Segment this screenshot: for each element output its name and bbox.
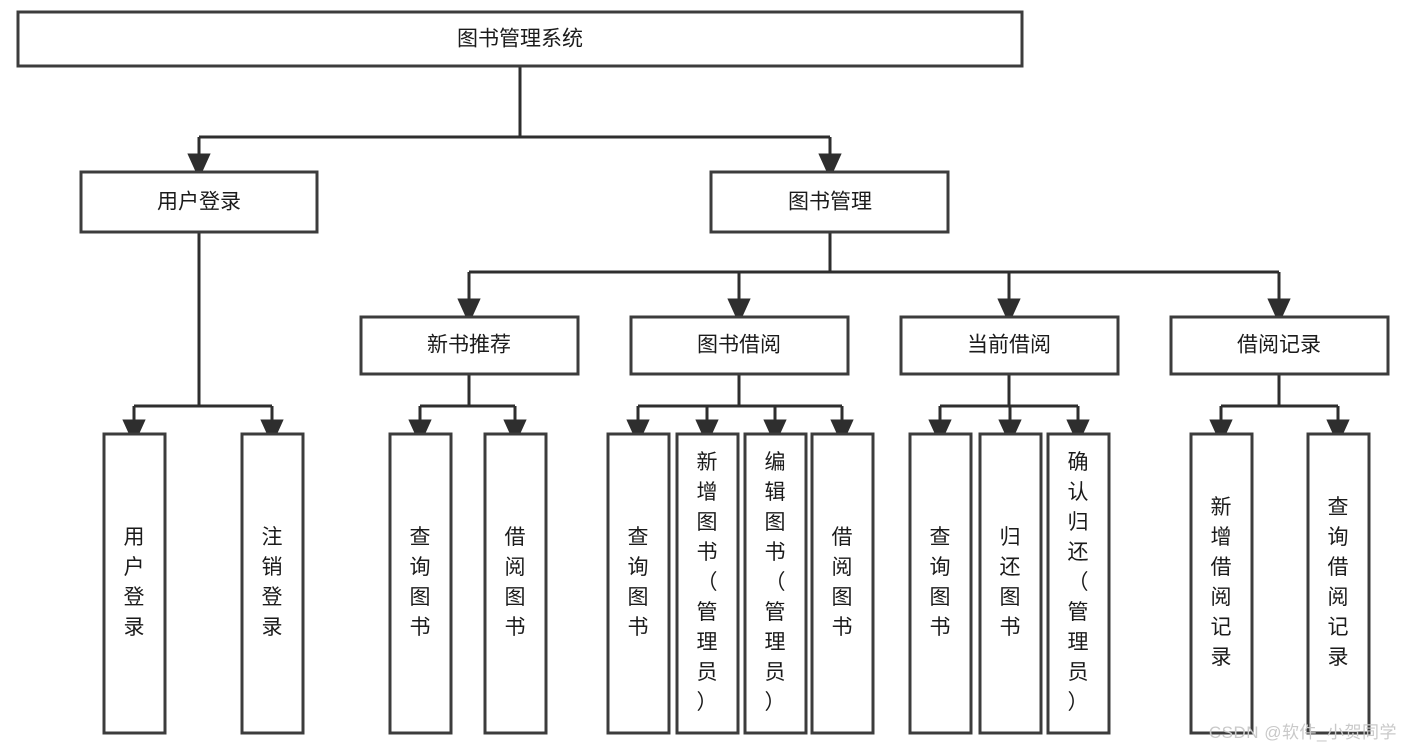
node-root[interactable]: 图书管理系统 (16, 10, 1024, 68)
leaf-user-login-0-label: 用户登录 (124, 526, 145, 639)
leaf-new-book-1-label: 借阅图书 (505, 526, 526, 639)
leaf-book-borrow-2-label: 编辑图书（管理员） (765, 451, 786, 714)
leaf-new-book-0-label: 查询图书 (410, 526, 431, 639)
node-borrow-record[interactable]: 借阅记录 (1169, 315, 1390, 376)
node-user-login[interactable]: 用户登录 (79, 170, 319, 234)
leaf-borrow-record-1-box[interactable] (1306, 432, 1371, 735)
leaf-current-borrow-1-box[interactable] (978, 432, 1043, 735)
node-root-box[interactable] (16, 10, 1024, 68)
node-current-borrow-box[interactable] (899, 315, 1120, 376)
node-borrow-record-box[interactable] (1169, 315, 1390, 376)
node-current-borrow-label: 当前借阅 (967, 334, 1051, 357)
leaf-current-borrow-1-label: 归还图书 (1000, 526, 1021, 639)
connector-group-root (187, 66, 842, 180)
node-new-book-recommend[interactable]: 新书推荐 (359, 315, 580, 376)
node-borrow-record-label: 借阅记录 (1237, 334, 1321, 357)
leaf-book-borrow-3-box[interactable] (810, 432, 875, 735)
connector-group-user-login (122, 232, 284, 446)
node-book-borrow[interactable]: 图书借阅 (629, 315, 850, 376)
leaf-user-login-0-box[interactable] (102, 432, 167, 735)
leaf-book-borrow-1-box[interactable] (675, 432, 740, 735)
leaf-node[interactable]: 用户登录 (102, 432, 167, 735)
node-book-borrow-box[interactable] (629, 315, 850, 376)
leaf-node[interactable]: 归还图书 (978, 432, 1043, 735)
leaf-book-borrow-1-label: 新增图书（管理员） (697, 451, 718, 714)
node-book-manage-label: 图书管理 (788, 191, 872, 214)
leaf-node[interactable]: 借阅图书 (810, 432, 875, 735)
node-current-borrow[interactable]: 当前借阅 (899, 315, 1120, 376)
leaf-book-borrow-0-label: 查询图书 (628, 526, 649, 639)
node-book-manage[interactable]: 图书管理 (709, 170, 950, 234)
connector-group-book-manage (457, 232, 1291, 325)
leaf-current-borrow-2-box[interactable] (1046, 432, 1111, 735)
node-root-label: 图书管理系统 (457, 28, 583, 51)
leaf-node[interactable]: 借阅图书 (483, 432, 548, 735)
node-new-book-recommend-label: 新书推荐 (427, 334, 511, 357)
leaf-book-borrow-0-box[interactable] (606, 432, 671, 735)
leaf-node[interactable]: 查询图书 (606, 432, 671, 735)
leaf-current-borrow-0-label: 查询图书 (930, 526, 951, 639)
node-new-book-recommend-box[interactable] (359, 315, 580, 376)
leaf-book-borrow-3-label: 借阅图书 (832, 526, 853, 639)
leaf-user-login-1-label: 注销登录 (262, 526, 283, 639)
leaf-node[interactable]: 确认归还（管理员） (1046, 432, 1111, 735)
connector-group-current-borrow (928, 374, 1090, 446)
leaf-current-borrow-0-box[interactable] (908, 432, 973, 735)
node-book-borrow-label: 图书借阅 (697, 334, 781, 357)
leaf-node[interactable]: 注销登录 (240, 432, 305, 735)
leaf-node[interactable]: 查询图书 (908, 432, 973, 735)
leaf-borrow-record-0-label: 新增借阅记录 (1211, 496, 1232, 669)
leaf-book-borrow-2-box[interactable] (743, 432, 808, 735)
node-user-login-label: 用户登录 (157, 191, 241, 214)
leaf-borrow-record-0-box[interactable] (1189, 432, 1254, 735)
leaf-new-book-0-box[interactable] (388, 432, 453, 735)
csdn-watermark: CSDN @软件_小贺同学 (1208, 723, 1397, 742)
connector-group-book-borrow (626, 374, 854, 446)
leaf-node[interactable]: 新增借阅记录 (1189, 432, 1254, 735)
connector-group-new-book (408, 374, 527, 446)
leaf-node[interactable]: 新增图书（管理员） (675, 432, 740, 735)
leaf-node[interactable]: 查询借阅记录 (1306, 432, 1371, 735)
leaf-borrow-record-1-label: 查询借阅记录 (1328, 496, 1349, 669)
leaf-new-book-1-box[interactable] (483, 432, 548, 735)
leaf-user-login-1-box[interactable] (240, 432, 305, 735)
connector-group-borrow-record (1209, 374, 1350, 446)
leaf-node[interactable]: 查询图书 (388, 432, 453, 735)
node-user-login-box[interactable] (79, 170, 319, 234)
leaf-current-borrow-2-label: 确认归还（管理员） (1068, 451, 1089, 714)
leaf-node[interactable]: 编辑图书（管理员） (743, 432, 808, 735)
node-book-manage-box[interactable] (709, 170, 950, 234)
